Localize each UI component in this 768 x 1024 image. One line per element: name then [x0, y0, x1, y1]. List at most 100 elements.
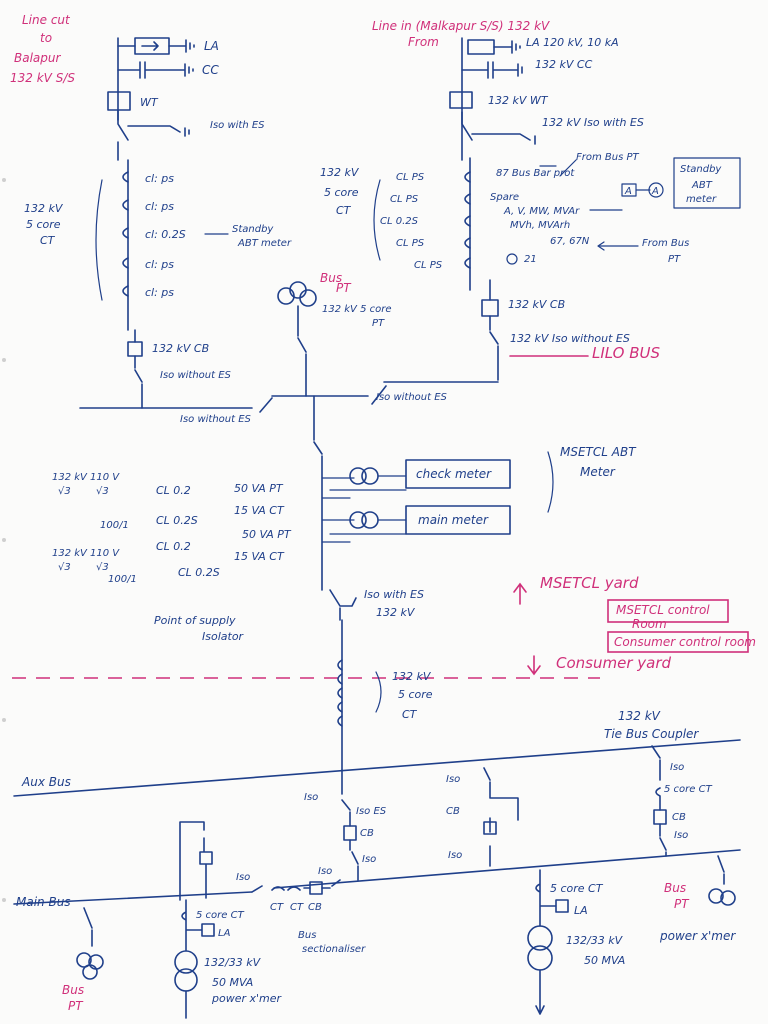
bay-label-7: Iso	[448, 850, 462, 861]
right-cb-label: 132 kV CB	[508, 298, 565, 311]
left-iso-es-label: Iso with ES	[210, 120, 265, 131]
consumer-yard-label: Consumer yard	[556, 654, 671, 672]
left-tx-rating: 50 MVA	[212, 976, 253, 989]
right-feeder: Line in (Malkapur S/S) 132 kV From LA 12…	[320, 19, 741, 381]
aux-bus-label: Aux Bus	[21, 775, 71, 789]
tie-cb: CB	[672, 812, 686, 823]
right-tx-name: power x'mer	[659, 929, 736, 943]
main-bus	[13, 849, 741, 905]
msetcl-room-1: MSETCL control	[616, 603, 710, 617]
right-transformer	[527, 925, 553, 951]
consumer-section: 132 kV 5 core CT 132 kV Tie Bus Coupler …	[13, 619, 741, 1019]
right-ct-label-2: 5 core	[324, 186, 359, 199]
section-item-1: Iso	[236, 872, 250, 883]
meter-row-1-class: CL 0.2	[156, 484, 191, 497]
standby-meter-3: meter	[686, 194, 717, 205]
right-core-3: CL 0.2S	[380, 216, 419, 227]
right-bus-pt-2: PT	[674, 897, 690, 911]
right-note-5: 67, 67N	[550, 236, 590, 247]
right-tx-rating: 50 MVA	[584, 954, 625, 967]
section-label-1: Bus	[298, 930, 316, 941]
right-la-label: LA 120 kV, 10 kA	[526, 36, 619, 49]
consumer-room-box	[607, 631, 749, 653]
pt-ratio-6: √3	[58, 562, 71, 573]
meter-row-2-burden: 15 VA CT	[234, 504, 285, 517]
consumer-ct-2: 5 core	[398, 688, 433, 701]
right-wave-trap	[449, 91, 473, 109]
bay-label-5: Iso	[446, 774, 460, 785]
right-core-1: CL PS	[396, 172, 425, 183]
bay-right	[483, 767, 519, 867]
meter-row-2-class: CL 0.2S	[156, 514, 198, 527]
right-tx-la: LA	[574, 904, 588, 917]
left-bus-pt-2: PT	[68, 999, 84, 1013]
right-ct-label-1: 132 kV	[320, 166, 360, 179]
standby-meter-1: Standby	[680, 164, 722, 175]
left-feeder-title-3: Balapur	[14, 51, 61, 65]
metering-main-line	[313, 395, 323, 591]
pt-ratio-3: 110 V	[90, 472, 120, 483]
pt-ratio-2: √3	[58, 486, 71, 497]
ammeter-box-2-label: A	[651, 186, 659, 197]
tie-bus-coupler	[651, 745, 667, 857]
left-cb-label: 132 kV CB	[152, 342, 209, 355]
bay-left	[179, 821, 213, 901]
meter-row-4-burden: 15 VA CT	[234, 550, 285, 563]
msetcl-abt-2: Meter	[580, 465, 616, 479]
left-la-label: LA	[204, 39, 219, 53]
msetcl-room-2: Room	[632, 617, 667, 631]
left-ct-label-2: 5 core	[26, 218, 61, 231]
left-feeder-title-4: 132 kV S/S	[10, 71, 75, 85]
left-tx-ct: 5 core CT	[196, 910, 245, 921]
coupling-capacitor	[117, 61, 194, 79]
section-item-3: CT	[290, 902, 304, 913]
pt-ratio-8: √3	[96, 562, 109, 573]
from-bus-pt2-1: From Bus	[642, 238, 689, 249]
bay-label-6: CB	[446, 806, 460, 817]
lilo-bus: Iso without ES Iso without ES Bus PT 132…	[79, 271, 499, 425]
check-meter-box	[405, 459, 511, 489]
bay-label-2: Iso ES	[356, 806, 387, 817]
tie-ct: 5 core CT	[664, 784, 713, 795]
right-feeder-title: Line in (Malkapur S/S) 132 kV	[372, 19, 550, 33]
ammeter-box-1-label: A	[624, 186, 632, 197]
bay-label-1: Iso	[304, 792, 318, 803]
msetcl-room-box	[607, 599, 729, 623]
left-circuit-breaker	[127, 341, 143, 357]
section-item-4: CB	[308, 902, 322, 913]
right-ct-label-3: CT	[336, 204, 352, 217]
iso-es-label-1: Iso with ES	[364, 588, 424, 601]
pt-ratio-1: 132 kV	[52, 472, 88, 483]
left-tx-ratio: 132/33 kV	[204, 956, 262, 969]
left-wt-label: WT	[140, 96, 159, 109]
bus-pt-desc-1: 132 kV 5 core	[322, 304, 392, 315]
meter-row-1-burden: 50 VA PT	[234, 482, 284, 495]
left-core-5: cl: ps	[145, 286, 174, 299]
aux-bus	[13, 739, 741, 797]
right-feeder-from: From	[408, 35, 439, 49]
standby-abt-meter-box	[673, 157, 741, 209]
left-feeder-title-1: Line cut	[22, 13, 71, 27]
bay-label-3: CB	[360, 828, 374, 839]
isolator-with-earth-switch	[117, 109, 190, 161]
pt-ratio-7: 110 V	[90, 548, 120, 559]
bus-pt-desc-2: PT	[372, 318, 385, 329]
left-standby-note-2: ABT meter	[237, 238, 292, 249]
right-wt-label: 132 kV WT	[488, 94, 549, 107]
lilo-right-iso-label: Iso without ES	[376, 392, 448, 403]
right-cc-label: 132 kV CC	[535, 58, 593, 71]
tie-iso-2: Iso	[674, 830, 688, 841]
section-label-2: sectionaliser	[302, 944, 366, 955]
section-item-2: CT	[270, 902, 284, 913]
main-meter-box	[405, 505, 511, 535]
left-core-4: cl: ps	[145, 258, 174, 271]
ct-ratio-1: 100/1	[100, 520, 129, 531]
right-bus-pt	[708, 888, 724, 904]
from-bus-pt-label: From Bus PT	[576, 152, 640, 163]
left-standby-note-1: Standby	[232, 224, 274, 235]
msetcl-abt-1: MSETCL ABT	[560, 445, 637, 459]
right-tx-ratio: 132/33 kV	[566, 934, 624, 947]
right-iso-no-es-label: 132 kV Iso without ES	[510, 332, 630, 345]
left-bus-pt	[76, 952, 92, 968]
